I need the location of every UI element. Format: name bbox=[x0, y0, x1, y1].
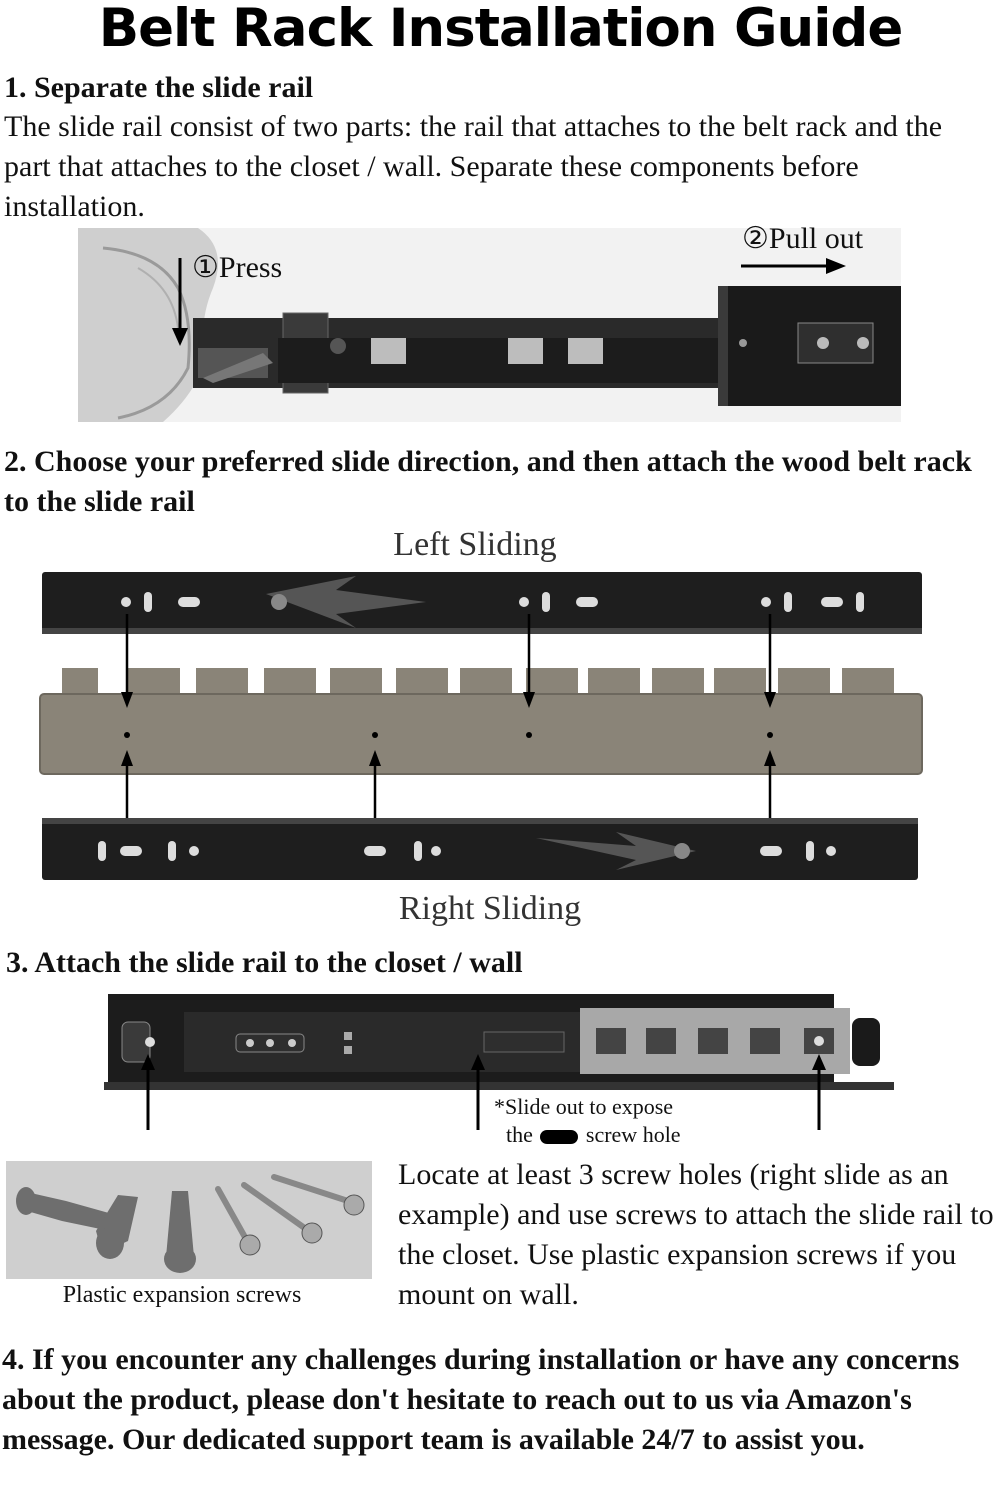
closet-rail-photo bbox=[104, 994, 894, 1130]
screw-hole-icon bbox=[540, 1129, 579, 1144]
screws-caption: Plastic expansion screws bbox=[62, 1282, 302, 1308]
slide-out-note-line2: the screw hole bbox=[506, 1122, 681, 1148]
separate-rail-photo bbox=[78, 228, 901, 422]
step4-heading: 4. If you encounter any challenges durin… bbox=[2, 1343, 960, 1456]
pull-out-label: ②Pull out bbox=[742, 222, 864, 255]
screws-photo bbox=[6, 1161, 372, 1279]
step3-heading: 3. Attach the slide rail to the closet /… bbox=[6, 946, 523, 979]
left-sliding-label: Left Sliding bbox=[393, 526, 557, 563]
slide-direction-diagram bbox=[39, 572, 923, 880]
note-the: the bbox=[506, 1122, 533, 1147]
step1-body: The slide rail consist of two parts: the… bbox=[4, 110, 943, 223]
press-label: ①Press bbox=[192, 251, 283, 284]
step2-heading: 2. Choose your preferred slide direction… bbox=[4, 445, 972, 518]
right-sliding-label: Right Sliding bbox=[398, 890, 582, 927]
slide-out-note-line1: *Slide out to expose bbox=[494, 1094, 674, 1119]
step1-heading: 1. Separate the slide rail bbox=[4, 71, 314, 104]
note-screw-hole: screw hole bbox=[585, 1122, 681, 1147]
step3-body: Locate at least 3 screw holes (right sli… bbox=[398, 1158, 994, 1311]
page-title: Belt Rack Installation Guide bbox=[98, 0, 904, 59]
